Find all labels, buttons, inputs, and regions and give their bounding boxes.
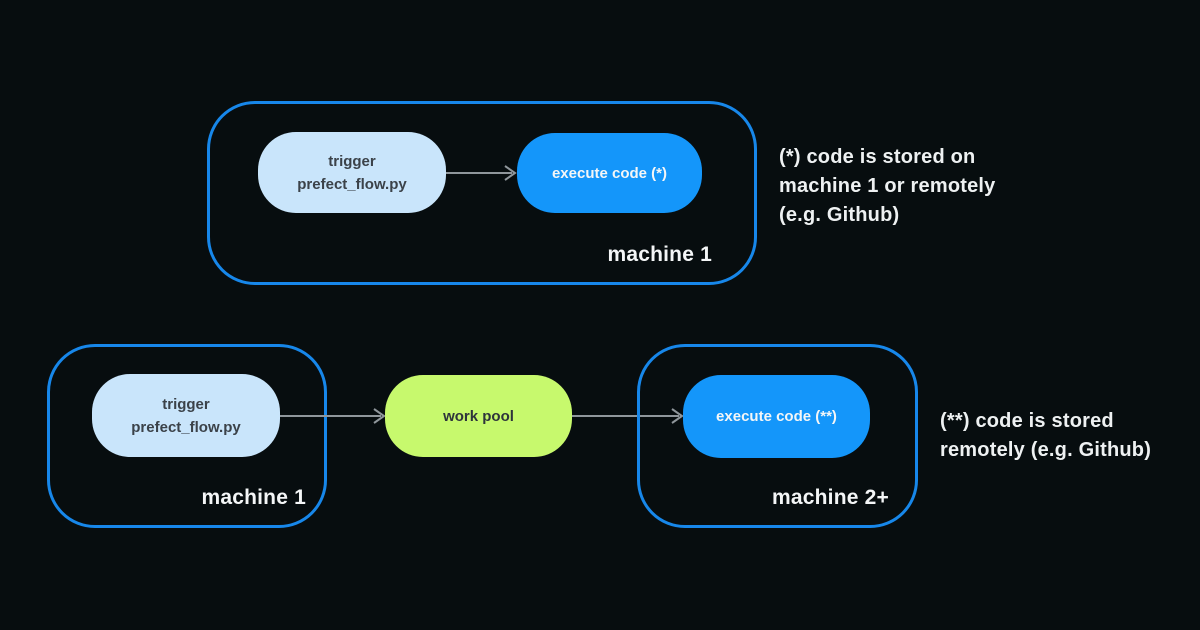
trigger-node-top-line1: trigger: [328, 152, 376, 170]
execute-node-bottom: execute code (**): [683, 375, 870, 458]
work-pool-node: work pool: [385, 375, 572, 457]
note-top-line2: machine 1 or remotely: [779, 175, 996, 197]
arrow-workpool-to-execute-icon: [572, 408, 684, 424]
note-top-line3: (e.g. Github): [779, 204, 900, 226]
note-top-line1: (*) code is stored on: [779, 146, 976, 168]
trigger-node-top-line2: prefect_flow.py: [297, 175, 407, 193]
execute-node-top: execute code (*): [517, 133, 702, 213]
machine1-label-bottom: machine 1: [201, 486, 306, 509]
trigger-node-top: trigger prefect_flow.py: [258, 132, 446, 213]
arrow-trigger-to-execute-icon: [446, 165, 517, 181]
note-bottom: (**) code is stored remotely (e.g. Githu…: [940, 407, 1151, 465]
note-bottom-line1: (**) code is stored: [940, 410, 1114, 432]
note-bottom-line2: remotely (e.g. Github): [940, 439, 1152, 461]
trigger-node-bottom: trigger prefect_flow.py: [92, 374, 280, 457]
machine1-label-top: machine 1: [607, 243, 712, 266]
execute-node-top-label: execute code (*): [551, 164, 668, 182]
machine1-container-bottom: machine 1: [47, 344, 327, 528]
trigger-node-bottom-line2: prefect_flow.py: [131, 418, 241, 436]
machine2-label: machine 2+: [772, 486, 889, 509]
note-top: (*) code is stored on machine 1 or remot…: [779, 143, 996, 230]
work-pool-label: work pool: [443, 407, 514, 425]
execute-node-bottom-label: execute code (**): [716, 408, 837, 425]
machine1-container-top: machine 1: [207, 101, 757, 285]
trigger-node-bottom-line1: trigger: [162, 395, 210, 413]
arrow-trigger-to-workpool-icon: [280, 408, 386, 424]
machine2-container: machine 2+: [637, 344, 918, 528]
